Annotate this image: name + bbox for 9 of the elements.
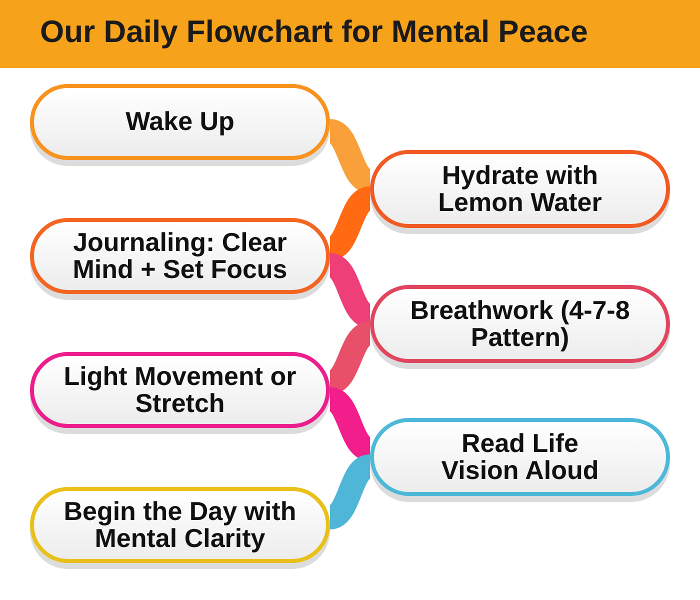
connector bbox=[327, 454, 373, 530]
step-label: Light Movement or Stretch bbox=[62, 362, 298, 418]
step-label: Hydrate with Lemon Water bbox=[437, 162, 603, 216]
step-label: Journaling: Clear Mind + Set Focus bbox=[72, 228, 288, 284]
step-label: Read Life Vision Aloud bbox=[440, 430, 600, 484]
step-label: Begin the Day with Mental Clarity bbox=[62, 498, 298, 552]
step-label: Wake Up bbox=[126, 108, 234, 136]
step-label: Breathwork (4-7-8 Pattern) bbox=[409, 296, 631, 352]
title: Our Daily Flowchart for Mental Peace bbox=[40, 14, 588, 50]
